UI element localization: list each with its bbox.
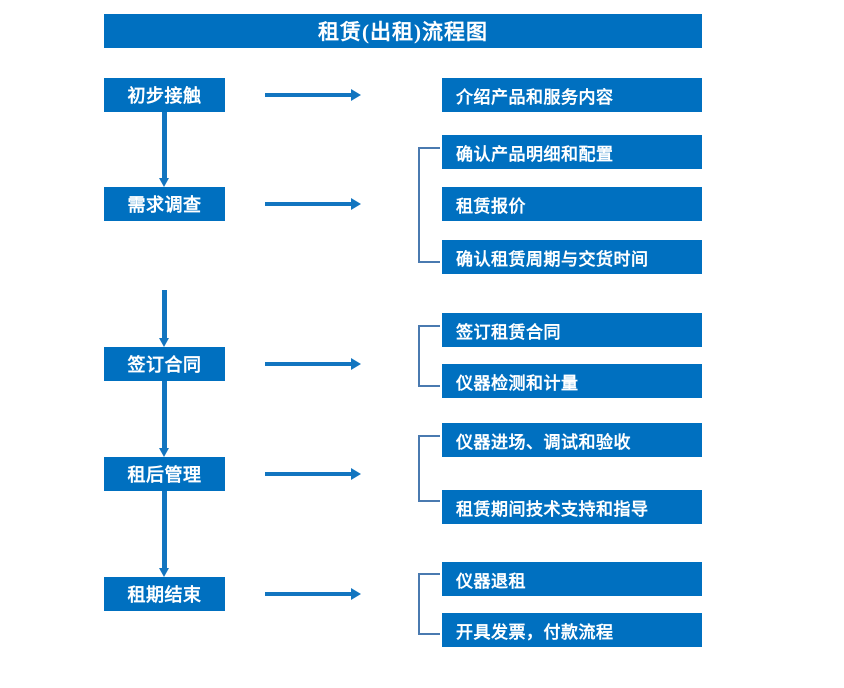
arrow-contract-to-details: [265, 358, 361, 370]
detail-label: 开具发票，付款流程: [456, 622, 614, 642]
arrow-head-right-icon: [351, 468, 361, 480]
detail-label: 确认产品明细和配置: [456, 144, 614, 164]
bracket-end-of-term: [418, 573, 440, 635]
arrow-contact-to-survey: [159, 112, 170, 187]
arrow-survey-to-details: [265, 198, 361, 210]
arrow-head-right-icon: [351, 198, 361, 210]
detail-label: 租赁报价: [456, 196, 526, 216]
detail-box-sign-rental-contract[interactable]: 签订租赁合同: [442, 313, 702, 347]
arrow-survey-to-contract: [159, 290, 170, 347]
arrow-shaft: [265, 93, 353, 97]
arrow-end-to-details: [265, 588, 361, 600]
detail-box-invoice-payment[interactable]: 开具发票，付款流程: [442, 613, 702, 647]
detail-label: 租赁期间技术支持和指导: [456, 499, 649, 519]
arrow-shaft: [265, 592, 353, 596]
bracket-requirements: [418, 147, 440, 263]
arrow-shaft: [162, 381, 167, 448]
detail-box-rental-quotation[interactable]: 租赁报价: [442, 187, 702, 221]
detail-box-introduce-products[interactable]: 介绍产品和服务内容: [442, 78, 702, 112]
arrow-shaft: [265, 362, 353, 366]
stage-box-post-rental-management[interactable]: 租后管理: [104, 457, 225, 491]
arrow-head-down-icon: [159, 178, 169, 187]
detail-label: 仪器检测和计量: [456, 373, 579, 393]
arrow-shaft: [162, 491, 167, 568]
stage-label: 初步接触: [127, 86, 202, 106]
arrow-shaft: [265, 202, 353, 206]
stage-label: 需求调查: [127, 195, 202, 215]
arrow-contact-to-details: [265, 89, 361, 101]
detail-box-confirm-product-specs[interactable]: 确认产品明细和配置: [442, 135, 702, 169]
detail-label: 签订租赁合同: [456, 322, 561, 342]
stage-label: 签订合同: [127, 355, 202, 375]
arrow-head-right-icon: [351, 358, 361, 370]
bracket-contract: [418, 325, 440, 387]
detail-box-instrument-installation[interactable]: 仪器进场、调试和验收: [442, 423, 702, 457]
stage-box-end-of-term[interactable]: 租期结束: [104, 577, 225, 611]
detail-box-confirm-rental-period[interactable]: 确认租赁周期与交货时间: [442, 240, 702, 274]
detail-label: 仪器进场、调试和验收: [456, 432, 631, 452]
detail-box-instrument-return[interactable]: 仪器退租: [442, 562, 702, 596]
stage-box-initial-contact[interactable]: 初步接触: [104, 78, 225, 112]
arrow-management-to-end: [159, 491, 170, 577]
stage-label: 租期结束: [127, 585, 202, 605]
arrow-head-right-icon: [351, 588, 361, 600]
arrow-head-right-icon: [351, 89, 361, 101]
detail-label: 确认租赁周期与交货时间: [456, 249, 649, 269]
arrow-shaft: [265, 472, 353, 476]
arrow-shaft: [162, 290, 167, 338]
stage-label: 租后管理: [127, 465, 202, 485]
detail-box-technical-support[interactable]: 租赁期间技术支持和指导: [442, 490, 702, 524]
arrow-shaft: [162, 112, 167, 178]
arrow-head-down-icon: [159, 568, 169, 577]
detail-box-instrument-inspection[interactable]: 仪器检测和计量: [442, 364, 702, 398]
arrow-head-down-icon: [159, 338, 169, 347]
arrow-management-to-details: [265, 468, 361, 480]
arrow-head-down-icon: [159, 448, 169, 457]
detail-label: 介绍产品和服务内容: [456, 87, 614, 107]
page-title: 租赁(出租)流程图: [104, 14, 702, 48]
stage-box-requirement-survey[interactable]: 需求调查: [104, 187, 225, 221]
stage-box-sign-contract[interactable]: 签订合同: [104, 347, 225, 381]
detail-label: 仪器退租: [456, 571, 526, 591]
bracket-post-rental: [418, 435, 440, 502]
arrow-contract-to-management: [159, 381, 170, 457]
